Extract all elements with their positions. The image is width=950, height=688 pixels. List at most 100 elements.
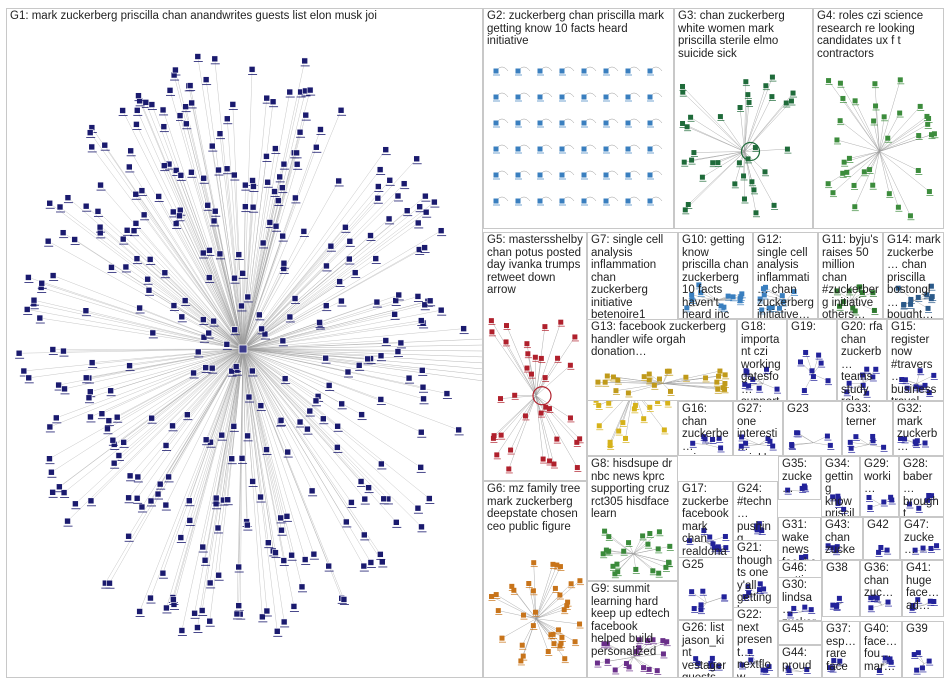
node (860, 372, 866, 378)
node (194, 348, 202, 356)
node (417, 428, 425, 436)
node (276, 173, 284, 181)
node (87, 497, 95, 505)
group-label: G39 (906, 623, 928, 635)
node (748, 657, 754, 663)
node (710, 436, 716, 442)
group-graph-g42 (875, 544, 892, 557)
node (201, 556, 209, 564)
node (232, 363, 240, 370)
group-graph-g1 (15, 53, 482, 637)
edge (180, 175, 244, 350)
node (633, 649, 639, 655)
node (82, 374, 90, 382)
edge (535, 618, 563, 638)
node (741, 196, 747, 202)
edge (189, 348, 244, 521)
group-panel-g39: G39 (902, 621, 944, 678)
node (346, 238, 354, 245)
node (925, 305, 931, 311)
node (561, 607, 567, 613)
node (298, 583, 306, 591)
node (848, 445, 854, 451)
edge (75, 348, 244, 504)
group-panel-g12: G12: single cell analysis inflammati… ch… (753, 232, 818, 319)
node (532, 354, 538, 360)
node (846, 288, 852, 294)
node (926, 492, 932, 498)
edge (242, 348, 459, 431)
node (60, 489, 68, 496)
node (455, 426, 462, 434)
node (184, 411, 191, 419)
group-label: G18: important czi working gatesfo… supp… (741, 321, 781, 400)
node (780, 299, 786, 305)
edge (242, 348, 398, 352)
node (393, 519, 400, 526)
node (931, 599, 937, 605)
node (176, 212, 183, 220)
edge (33, 303, 244, 350)
node (46, 199, 54, 207)
node (686, 538, 692, 544)
node (698, 602, 704, 608)
node (231, 326, 238, 334)
edge (242, 348, 303, 587)
node (864, 390, 870, 396)
edge (100, 232, 244, 350)
edge (242, 305, 327, 350)
node (927, 598, 933, 604)
node (211, 207, 219, 215)
group-panel-g20: G20: rfa chan zuckerb… teams study role… (837, 319, 887, 401)
node (689, 157, 695, 163)
node (127, 147, 134, 155)
edge (242, 348, 482, 370)
edge (879, 133, 935, 152)
group-graph-g16 (689, 434, 725, 453)
node (790, 90, 796, 96)
node (489, 329, 495, 335)
group-graph-g8 (600, 528, 674, 579)
node (524, 365, 530, 371)
node (647, 120, 653, 126)
node (909, 605, 915, 611)
edge (242, 206, 420, 350)
group-panel-g2: G2: zuckerberg chan priscilla mark getti… (483, 8, 674, 229)
node (831, 658, 837, 664)
group-label: G27: one interesti… wrinkle zachmo… (737, 403, 778, 455)
node (216, 250, 224, 258)
node (747, 648, 753, 654)
node (802, 604, 808, 610)
node (306, 86, 314, 94)
node (723, 545, 729, 551)
node (493, 172, 499, 178)
node (306, 407, 314, 415)
edge (242, 176, 280, 350)
edge (242, 322, 320, 350)
group-graph-g33 (847, 433, 888, 453)
node (312, 397, 320, 405)
node (238, 455, 246, 462)
node (647, 94, 653, 100)
node (625, 68, 631, 74)
node (259, 239, 267, 247)
node (928, 132, 934, 138)
group-label: G24: #techn… pushing science forward… (737, 483, 772, 542)
node (163, 604, 170, 612)
edge (744, 102, 750, 152)
edge (840, 120, 880, 152)
edge (123, 238, 244, 350)
node (803, 349, 809, 355)
node (646, 666, 652, 672)
node (718, 303, 724, 309)
edge (535, 618, 562, 644)
edge (617, 553, 634, 572)
node (546, 406, 552, 412)
edge (744, 151, 766, 172)
node (825, 181, 831, 187)
node (918, 385, 924, 391)
edge (187, 348, 244, 415)
node (205, 274, 213, 281)
node (522, 413, 528, 419)
edge (242, 348, 397, 523)
